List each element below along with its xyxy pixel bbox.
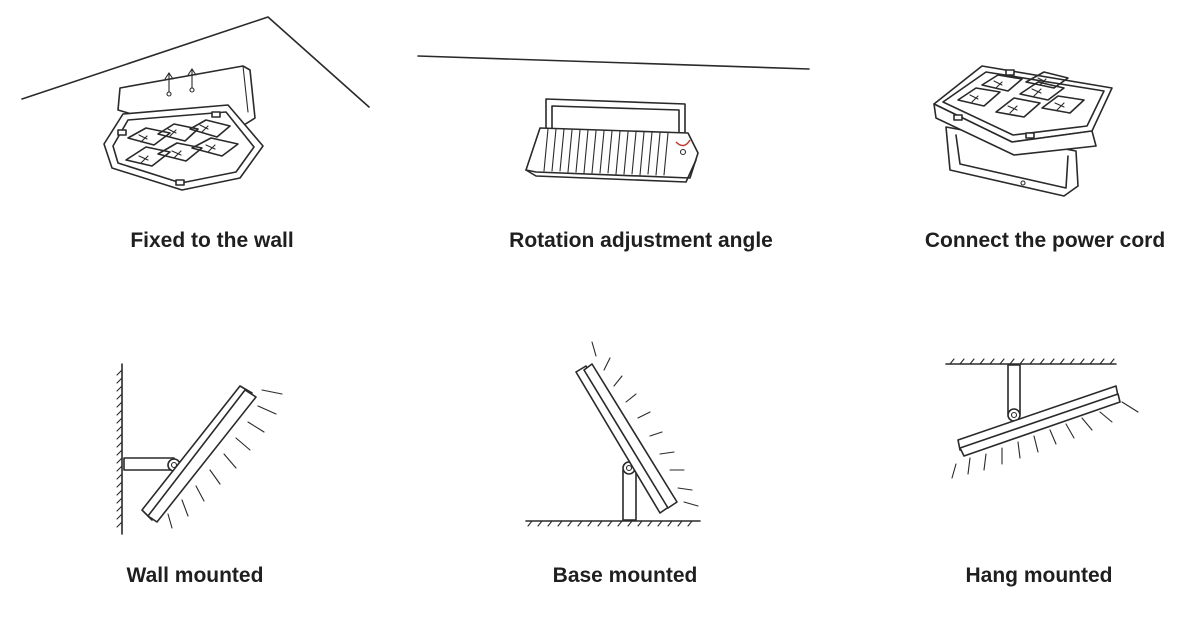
panel-connect-power-cord: Connect the power cord	[800, 0, 1200, 270]
led-module-grid	[957, 71, 1085, 118]
caption-hang-mounted: Hang mounted	[965, 564, 1113, 587]
connect-power-cord-illustration	[933, 65, 1113, 197]
up-arrow-icon	[164, 68, 197, 93]
panel-hang-mounted: Hang mounted	[800, 330, 1200, 618]
fixed-to-wall-illustration	[21, 16, 370, 191]
hang-mounted-diagram	[945, 358, 1139, 479]
ceiling-surface-line	[417, 55, 810, 70]
caption-base-mounted: Base mounted	[552, 564, 698, 587]
caption-wall-mounted: Wall mounted	[126, 564, 264, 587]
caption-connect-power-cord: Connect the power cord	[924, 229, 1166, 252]
caption-fixed-to-wall: Fixed to the wall	[130, 229, 294, 252]
panel-rotation-adjustment: Rotation adjustment angle	[400, 0, 810, 270]
ceiling-surface-line	[21, 16, 370, 108]
panel-base-mounted: Base mounted	[400, 330, 800, 618]
caption-rotation-adjustment: Rotation adjustment angle	[509, 229, 773, 252]
rotation-arrow-icon	[675, 139, 691, 147]
rotation-adjustment-illustration	[417, 55, 810, 183]
wall-mounted-diagram	[116, 363, 283, 535]
panel-fixed-to-wall: Fixed to the wall	[0, 0, 400, 270]
panel-wall-mounted: Wall mounted	[0, 330, 400, 618]
base-mounted-diagram	[525, 341, 701, 527]
heat-sink-fins	[543, 128, 669, 176]
led-module-grid	[125, 119, 239, 167]
